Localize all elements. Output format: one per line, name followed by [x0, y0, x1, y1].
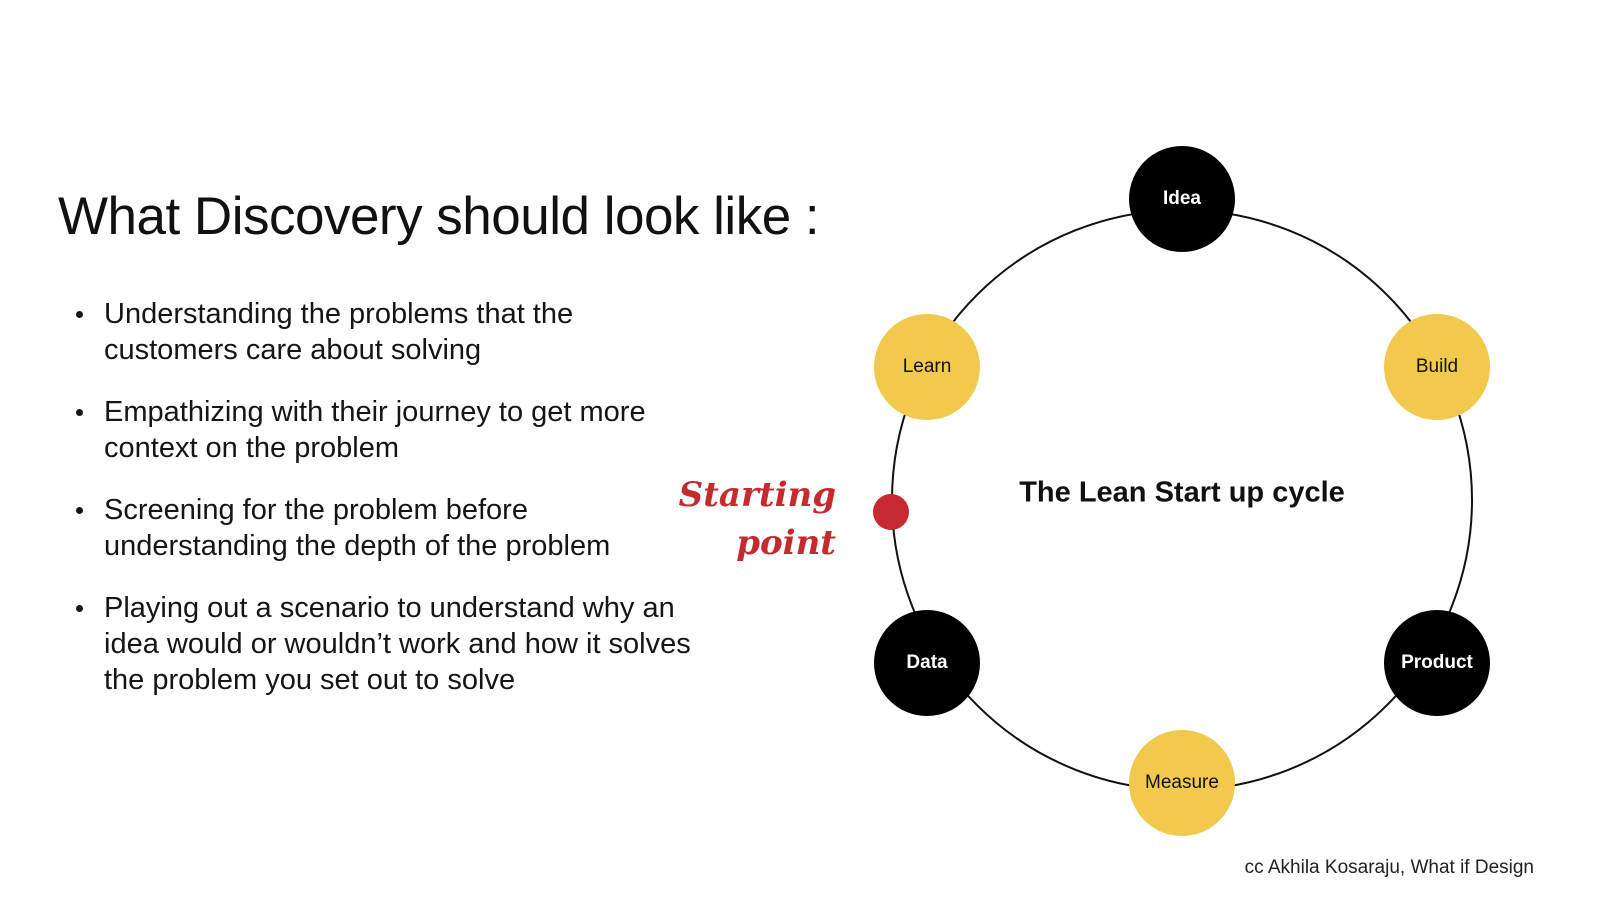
data-node-circle [874, 610, 980, 716]
starting-point-marker [873, 494, 909, 530]
build-node-label: Build [1416, 356, 1458, 377]
bullet-item: Screening for the problem before underst… [76, 492, 736, 564]
bullet-dot-icon [76, 507, 83, 514]
build-node-circle [1384, 314, 1490, 420]
cycle-node-build: Build [1384, 314, 1490, 420]
measure-node-circle [1129, 730, 1235, 836]
data-node-label: Data [906, 652, 948, 673]
bullet-line: idea would or wouldn’t work and how it s… [104, 628, 691, 660]
bullet-line: Understanding the problems that the [104, 298, 574, 330]
credit-footer: cc Akhila Kosaraju, What if Design [1244, 857, 1534, 878]
learn-node-circle [874, 314, 980, 420]
starting-point-label-line2: point [736, 523, 836, 563]
idea-node-circle [1129, 146, 1235, 252]
idea-node-label: Idea [1163, 188, 1201, 209]
cycle-node-idea: Idea [1129, 146, 1235, 252]
bullet-item: Understanding the problems that the cust… [76, 296, 736, 368]
bullet-list: Understanding the problems that the cust… [76, 296, 736, 724]
bullet-line: Playing out a scenario to understand why… [104, 592, 675, 624]
bullet-dot-icon [76, 605, 83, 612]
bullet-item: Empathizing with their journey to get mo… [76, 394, 736, 466]
bullet-line: the problem you set out to solve [104, 664, 516, 696]
cycle-center-label: The Lean Start up cycle [1019, 477, 1345, 509]
product-node-circle [1384, 610, 1490, 716]
cycle-node-data: Data [874, 610, 980, 716]
bullet-dot-icon [76, 311, 83, 318]
product-node-label: Product [1401, 652, 1473, 673]
cycle-node-product: Product [1384, 610, 1490, 716]
bullet-line: customers care about solving [104, 334, 482, 366]
starting-point-label-line1: Starting [679, 475, 836, 515]
bullet-line: context on the problem [104, 432, 400, 464]
cycle-node-learn: Learn [874, 314, 980, 420]
measure-node-label: Measure [1145, 772, 1219, 793]
slide-title: What Discovery should look like : [58, 187, 820, 246]
bullet-line: understanding the depth of the problem [104, 530, 611, 562]
bullet-line: Screening for the problem before [104, 494, 528, 526]
cycle-node-measure: Measure [1129, 730, 1235, 836]
bullet-line: Empathizing with their journey to get mo… [104, 396, 646, 428]
bullet-item: Playing out a scenario to understand why… [76, 590, 736, 698]
learn-node-label: Learn [903, 356, 952, 377]
bullet-dot-icon [76, 409, 83, 416]
